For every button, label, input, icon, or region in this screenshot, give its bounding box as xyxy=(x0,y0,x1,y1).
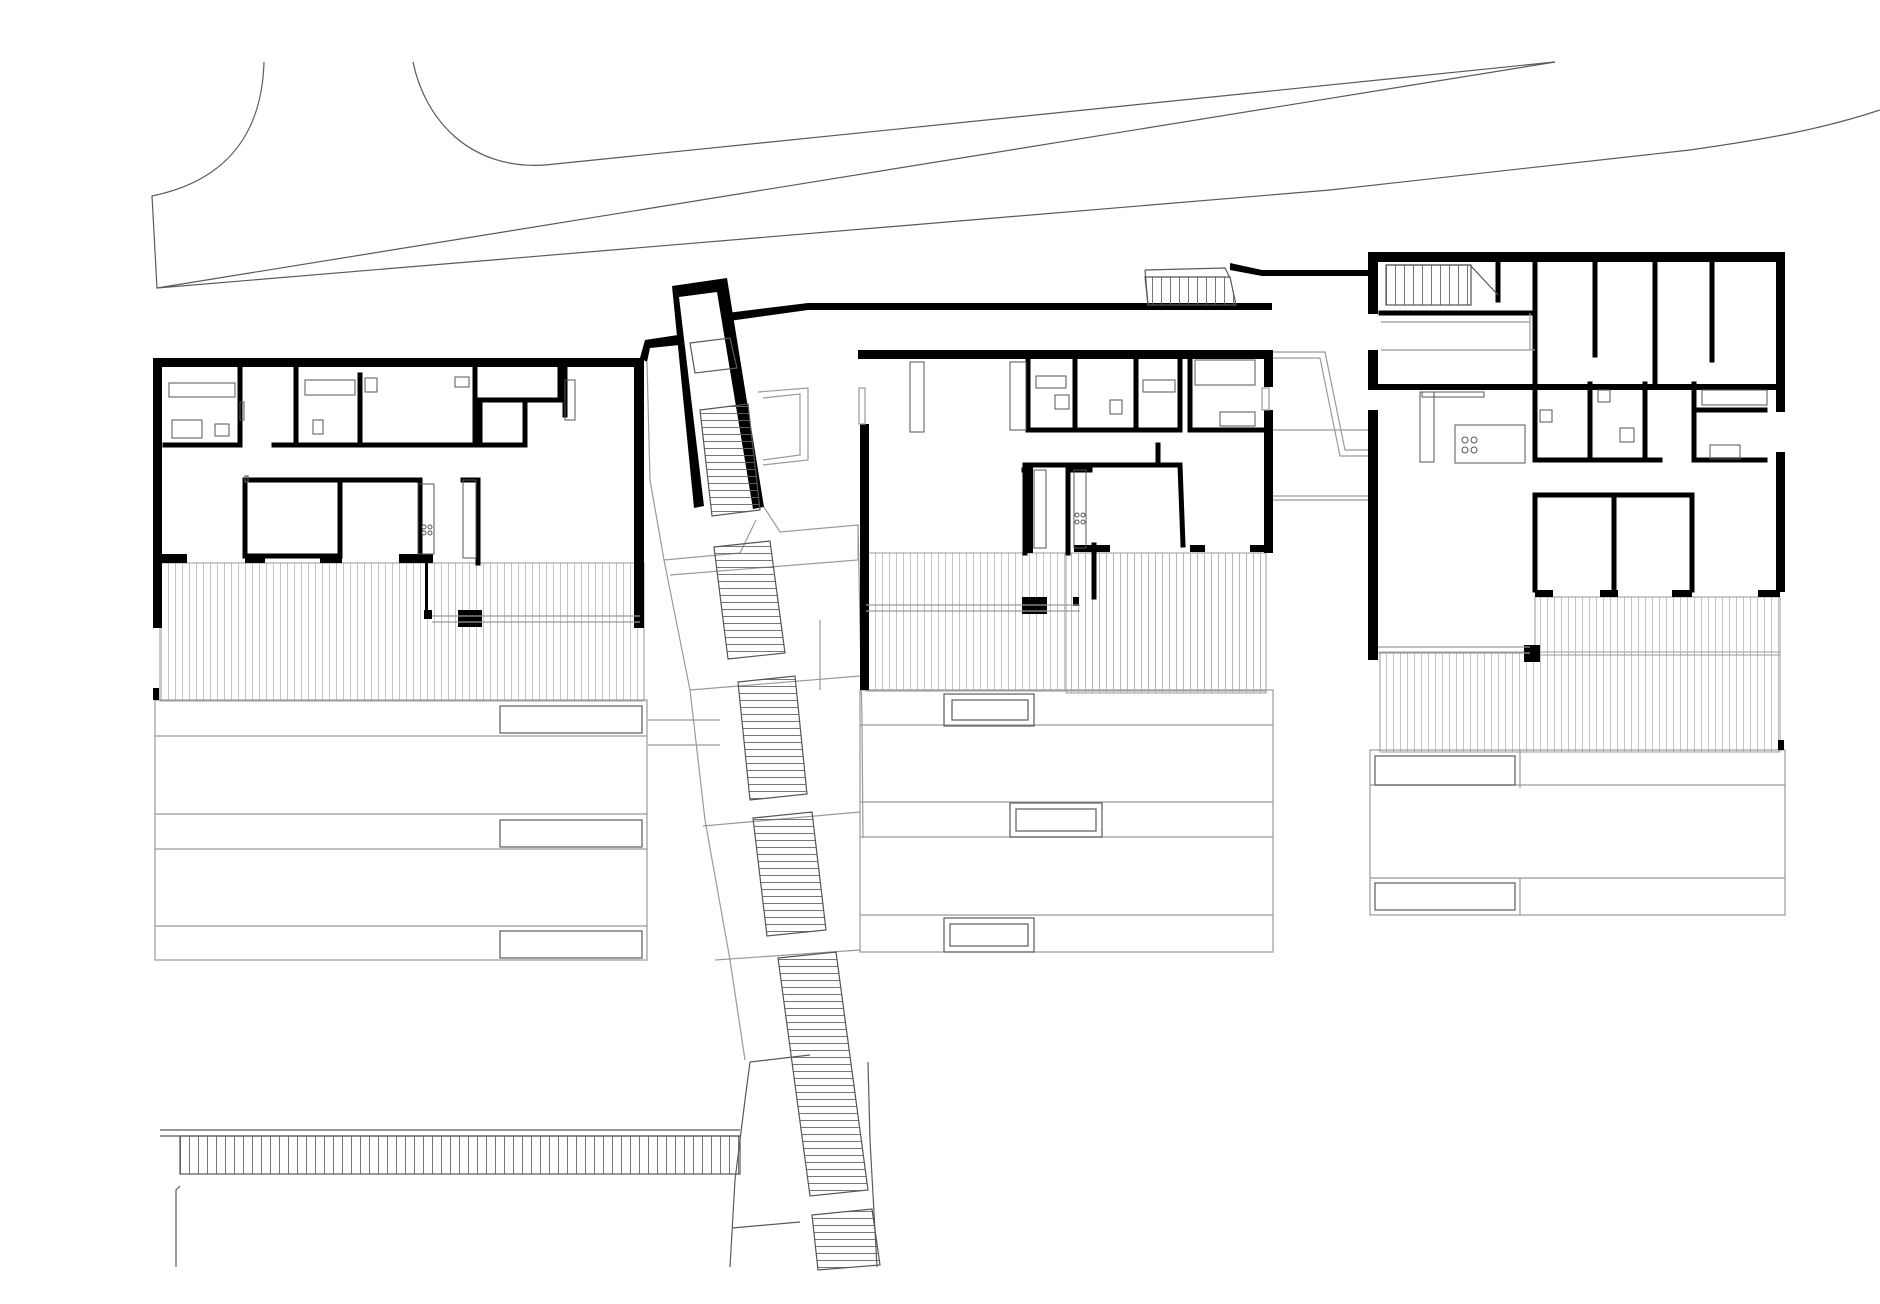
west-planter-2 xyxy=(499,819,643,848)
east-terrace xyxy=(1379,651,1781,753)
unit-center xyxy=(858,350,1274,953)
center-planter-2 xyxy=(1009,802,1103,838)
center-planter-1 xyxy=(943,693,1035,727)
central-stair-sequence xyxy=(640,263,1368,1271)
lower-left-terrace xyxy=(160,1129,741,1267)
stair-flight-6 xyxy=(811,1208,881,1271)
east-planter-2 xyxy=(1374,882,1516,911)
west-lower-terraces xyxy=(154,699,648,961)
west-planter-3 xyxy=(499,930,643,959)
road-edge xyxy=(151,61,1880,289)
west-planter-1 xyxy=(499,705,643,734)
stair-flight-4 xyxy=(752,811,827,937)
east-terrace-upper xyxy=(1534,596,1781,656)
stair-flight-east xyxy=(1144,276,1237,306)
stair-flight-top xyxy=(699,403,761,517)
unit-west xyxy=(153,358,648,961)
center-planter-3 xyxy=(943,917,1035,953)
center-lower-terraces xyxy=(859,689,1274,953)
center-terrace-east xyxy=(1065,552,1267,694)
east-lower-terraces xyxy=(1369,749,1786,916)
unit-east xyxy=(1368,252,1786,916)
stair-flight-3 xyxy=(737,675,808,801)
east-connector xyxy=(1144,267,1368,501)
east-planter-1 xyxy=(1374,755,1516,786)
west-terrace xyxy=(159,562,645,702)
stair-flight-5 xyxy=(777,951,869,1197)
stair-flight-2 xyxy=(713,540,786,660)
